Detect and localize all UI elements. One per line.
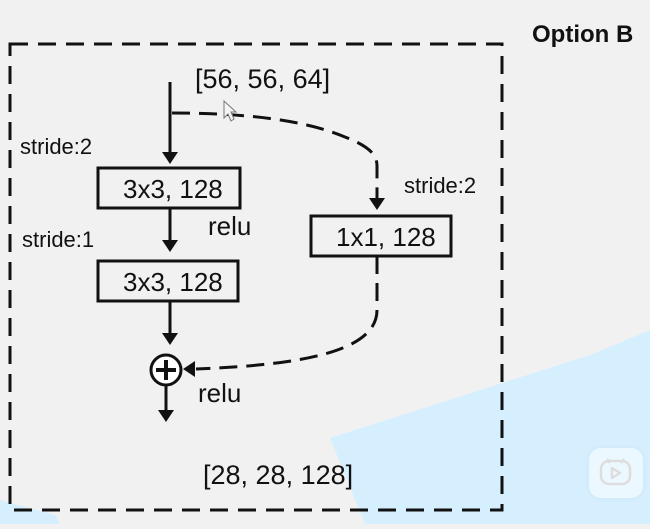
player-badge[interactable] [589,448,643,498]
conv1-box [96,166,242,210]
main-stride-1-label: stride:1 [22,227,94,252]
output-shape-label: [28, 28, 128] [203,460,353,490]
slide-title: Option B [532,21,633,48]
shortcut-box-label: 1x1, 128 [336,222,436,252]
conv1-box-label: 3x3, 128 [123,174,223,204]
relu-label-output: relu [198,378,241,408]
play-icon [599,458,632,486]
arrow-to-add-icon [162,333,178,345]
shortcut-box [309,214,453,258]
arrow-to-conv1-icon [162,152,178,164]
shortcut-stride-label: stride:2 [404,173,476,198]
decorative-blue-corner [0,500,60,524]
outer-dashed-frame [8,42,504,512]
conv2-box [96,259,240,303]
pointer-cursor-icon [223,99,238,122]
player-badge-frame [599,459,632,486]
input-shape-label: [56, 56, 64] [195,64,330,94]
arrow-to-conv2-icon [162,240,178,252]
main-stride-2-label: stride:2 [20,134,92,159]
shortcut-lower-dashed-path [195,256,379,371]
arrow-to-add-from-shortcut-icon [183,361,195,377]
relu-label-main: relu [208,211,251,241]
play-triangle [610,466,622,480]
decorative-blue-shape [330,330,650,524]
conv2-box-label: 3x3, 128 [123,267,223,297]
arrow-to-shortcut-box-icon [369,198,385,210]
player-antenna-left [606,458,611,464]
player-antenna-right [620,458,625,464]
arrow-output-icon [158,410,174,422]
